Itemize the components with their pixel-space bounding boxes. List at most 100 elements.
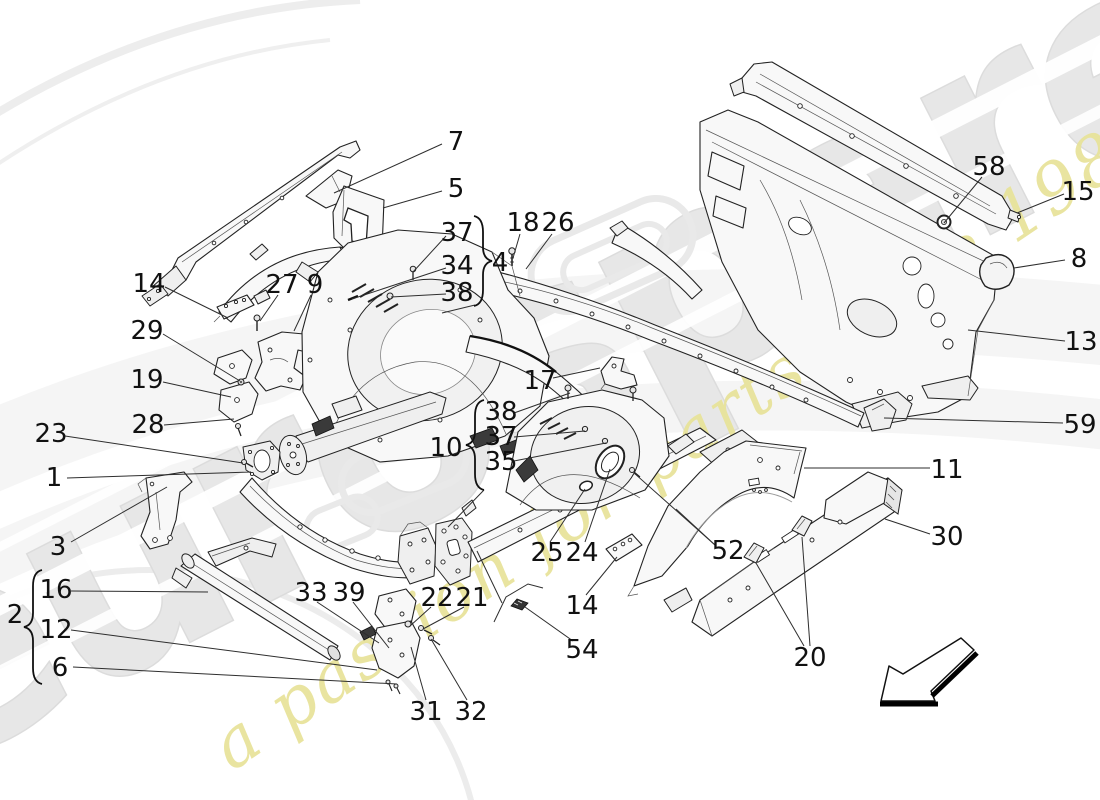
part-label-5: 5: [448, 174, 465, 204]
part-label-27: 27: [265, 270, 298, 300]
leader-line-12: [70, 629, 378, 671]
part-14-bracket-right: [605, 533, 643, 562]
leader-line-37-upper: [412, 235, 447, 273]
leader-line-52-1: [633, 472, 716, 546]
part-label-28: 28: [131, 410, 164, 440]
part-2-crossbar: [171, 537, 341, 661]
part-11-fender-panel: [627, 440, 807, 597]
part-label-9: 9: [307, 270, 324, 300]
part-label-6: 6: [52, 653, 69, 683]
parts-artwork-layer: [137, 61, 1022, 707]
leader-line-15: [1016, 193, 1065, 214]
part-label-14-right: 14: [565, 591, 598, 621]
leader-line-34: [351, 267, 447, 300]
leader-line-59: [883, 417, 1064, 424]
leader-line-32: [430, 638, 468, 701]
part-17-bracket: [600, 356, 638, 390]
part-label-29: 29: [130, 316, 163, 346]
leader-line-5: [382, 190, 443, 209]
group-label-2: 2: [7, 600, 24, 630]
brace-group-4: [473, 215, 493, 307]
part-label-54: 54: [565, 635, 598, 665]
part-label-31: 31: [409, 697, 442, 727]
leader-line-6: [72, 666, 398, 685]
part-label-11: 11: [930, 455, 963, 485]
part-label-18: 18: [506, 208, 539, 238]
part-label-32: 32: [454, 697, 487, 727]
leader-line-20: [755, 562, 805, 647]
direction-arrow-icon: [880, 637, 979, 707]
part-19-28-brackets: [213, 349, 259, 437]
part-label-12: 12: [39, 615, 72, 645]
part-30-sill-rail: [663, 471, 903, 637]
leader-line-23: [64, 435, 244, 464]
assembly-line-2: [441, 304, 476, 314]
part-59-rail-foot: [863, 398, 897, 432]
part-label-14-left: 14: [132, 269, 165, 299]
leader-line-20-1: [801, 536, 811, 647]
leader-line-58: [943, 176, 983, 224]
leader-line-14-right: [585, 556, 618, 596]
leader-line-7: [333, 143, 443, 194]
leader-line-13: [967, 329, 1066, 342]
part-20-clip-b: [791, 515, 813, 537]
leader-line-39: [352, 601, 390, 649]
group-label-4: 4: [492, 248, 509, 278]
leader-line-38-lower: [513, 392, 571, 414]
leader-line-26: [525, 233, 553, 270]
part-10-wheelhouse-assembly: [434, 384, 769, 586]
leader-line-18: [512, 233, 521, 259]
leader-line-37-lower: [513, 430, 586, 438]
leader-line-16: [70, 590, 209, 593]
part-label-24: 24: [565, 538, 598, 568]
part-label-23: 23: [34, 419, 67, 449]
part-label-59: 59: [1063, 410, 1096, 440]
leader-line-35: [513, 442, 607, 462]
leader-line-30: [884, 518, 931, 535]
part-label-30: 30: [930, 522, 963, 552]
part-label-7: 7: [448, 127, 465, 157]
part-label-16: 16: [39, 575, 72, 605]
leader-line-29: [162, 333, 241, 382]
part-26-long-rail: [457, 220, 897, 432]
part-label-19: 19: [130, 365, 163, 395]
leader-line-28: [163, 418, 235, 426]
part-label-58: 58: [972, 152, 1005, 182]
assembly-line-3: [447, 489, 485, 528]
part-label-33: 33: [294, 578, 327, 608]
assembly-line-1: [476, 550, 503, 604]
leader-line-22: [409, 606, 432, 627]
leader-line-31: [410, 646, 427, 701]
assembly-line-0: [493, 583, 544, 623]
part-label-34: 34: [440, 251, 473, 281]
part-8-cover: [978, 253, 1015, 290]
leader-line-21: [422, 606, 465, 630]
leader-lines-layer: [64, 143, 1066, 701]
part-3-bracket: [137, 471, 193, 550]
part-13-firewall-panel: [699, 109, 999, 429]
leader-line-25: [549, 488, 586, 543]
part-label-21: 21: [455, 583, 488, 613]
part-label-38-lower: 38: [484, 397, 517, 427]
part-33-hinge-cluster: [359, 588, 441, 695]
leader-line-1: [66, 471, 252, 479]
brace-group-2: [23, 569, 43, 685]
part-54-screw: [510, 598, 529, 611]
part-label-15: 15: [1061, 177, 1094, 207]
part-20-clip-a: [743, 542, 765, 564]
leader-line-17: [552, 367, 601, 379]
leader-line-54: [524, 606, 574, 642]
leader-line-9: [293, 294, 312, 332]
part-label-52: 52: [711, 536, 744, 566]
leader-line-3: [70, 486, 168, 543]
part-label-35: 35: [484, 447, 517, 477]
leader-line-27: [259, 294, 279, 322]
part-label-20: 20: [793, 643, 826, 673]
part-label-1: 1: [46, 463, 63, 493]
braces-layer: [23, 215, 493, 685]
part-label-38-upper: 38: [440, 278, 473, 308]
part-label-17: 17: [523, 366, 556, 396]
part-4-wheelhouse-assembly: [278, 229, 613, 476]
